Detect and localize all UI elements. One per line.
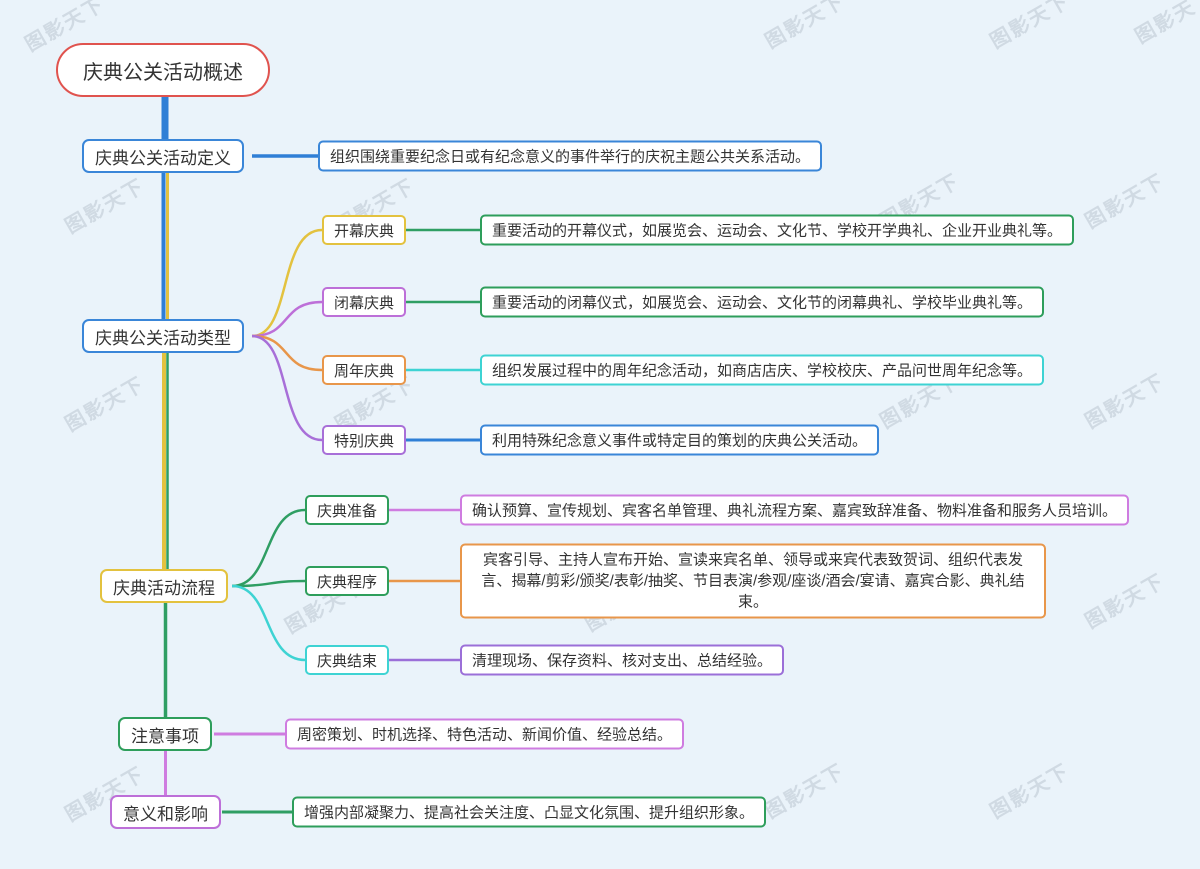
child-anniversary-ceremony[interactable]: 周年庆典	[322, 355, 407, 385]
child-opening-ceremony[interactable]: 开幕庆典	[322, 215, 407, 245]
connector-process-prepare	[231, 508, 306, 588]
detail-anniversary-ceremony[interactable]: 组织发展过程中的周年纪念活动，如商店店庆、学校校庆、产品问世周年纪念等。	[480, 354, 1045, 386]
child-ending[interactable]: 庆典结束	[305, 645, 390, 675]
detail-definition[interactable]: 组织围绕重要纪念日或有纪念意义的事件举行的庆祝主题公共关系活动。	[318, 140, 823, 172]
detail-preparation[interactable]: 确认预算、宣传规划、宾客名单管理、典礼流程方案、嘉宾致辞准备、物料准备和服务人员…	[460, 494, 1130, 526]
child-program[interactable]: 庆典程序	[305, 566, 390, 596]
child-closing-ceremony[interactable]: 闭幕庆典	[322, 287, 407, 317]
detail-closing-ceremony[interactable]: 重要活动的闭幕仪式，如展览会、运动会、文化节的闭幕典礼、学校毕业典礼等。	[480, 286, 1045, 318]
connector-process-program	[231, 579, 306, 588]
child-preparation[interactable]: 庆典准备	[305, 495, 390, 525]
topic-process[interactable]: 庆典活动流程	[100, 569, 228, 603]
connector-type-special	[251, 334, 323, 442]
connector-type-closing	[251, 300, 323, 338]
topic-types[interactable]: 庆典公关活动类型	[82, 319, 244, 353]
detail-notes[interactable]: 周密策划、时机选择、特色活动、新闻价值、经验总结。	[285, 718, 685, 750]
topic-meaning[interactable]: 意义和影响	[110, 795, 221, 829]
connector-type-opening	[251, 228, 323, 338]
child-special-ceremony[interactable]: 特别庆典	[322, 425, 407, 455]
detail-opening-ceremony[interactable]: 重要活动的开幕仪式，如展览会、运动会、文化节、学校开学典礼、企业开业典礼等。	[480, 214, 1075, 246]
connector-type-anniversary	[251, 334, 323, 372]
connector-process-end	[231, 584, 306, 662]
detail-special-ceremony[interactable]: 利用特殊纪念意义事件或特定目的策划的庆典公关活动。	[480, 424, 880, 456]
detail-ending[interactable]: 清理现场、保存资料、核对支出、总结经验。	[460, 644, 785, 676]
topic-definition[interactable]: 庆典公关活动定义	[82, 139, 244, 173]
detail-program[interactable]: 宾客引导、主持人宣布开始、宣读来宾名单、领导或来宾代表致贺词、组织代表发言、揭幕…	[460, 543, 1046, 619]
topic-notes[interactable]: 注意事项	[118, 717, 212, 751]
root-node[interactable]: 庆典公关活动概述	[56, 43, 270, 97]
detail-meaning[interactable]: 增强内部凝聚力、提高社会关注度、凸显文化氛围、提升组织形象。	[292, 796, 767, 828]
